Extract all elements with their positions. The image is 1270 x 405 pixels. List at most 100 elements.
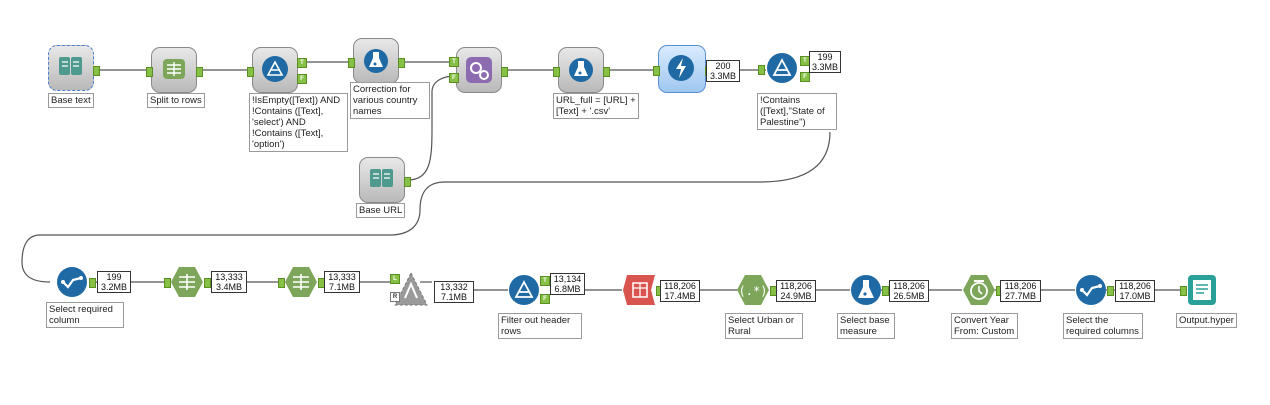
row-count: 200 bbox=[715, 61, 731, 71]
true-anchor[interactable]: T bbox=[540, 276, 550, 286]
false-anchor[interactable]: F bbox=[540, 294, 550, 304]
tool-label-base-url: Base URL bbox=[356, 203, 406, 218]
tool-label-output: Output.hyper bbox=[1176, 313, 1237, 328]
output-anchor[interactable] bbox=[501, 67, 508, 77]
tool-label-filter-3: Filter out header rows bbox=[498, 313, 582, 339]
output-anchor[interactable] bbox=[398, 58, 405, 68]
regex-icon: (.*) bbox=[737, 275, 769, 305]
text-to-columns-icon bbox=[285, 267, 317, 297]
input-anchor[interactable] bbox=[348, 58, 355, 68]
row-count: 118,206 bbox=[780, 281, 812, 291]
data-size: 17.0MB bbox=[1119, 291, 1151, 301]
record-count-c6: 13,332 7.1MB bbox=[434, 281, 474, 303]
record-count-c11: 118,206 27.7MB bbox=[1000, 280, 1041, 302]
record-count-c5: 13,333 7.1MB bbox=[324, 271, 360, 293]
formula-flask-icon bbox=[569, 58, 593, 82]
data-size: 3.2MB bbox=[100, 282, 127, 292]
data-size: 17.4MB bbox=[664, 291, 696, 301]
select-check-icon bbox=[1076, 275, 1106, 305]
book-icon bbox=[370, 169, 393, 187]
output-anchor[interactable] bbox=[196, 67, 203, 77]
left-anchor[interactable]: L bbox=[390, 274, 400, 284]
select-check-icon bbox=[57, 267, 87, 297]
row-count: 118,206 bbox=[1119, 281, 1151, 291]
data-size: 6.8MB bbox=[554, 284, 581, 294]
tool-label-base-text: Base text bbox=[48, 93, 94, 108]
output-anchor[interactable] bbox=[204, 278, 211, 288]
tool-label-formula-1: Correction for various country names bbox=[350, 82, 430, 119]
dynamic-rename-icon bbox=[394, 272, 428, 306]
data-size: 7.1MB bbox=[328, 282, 355, 292]
data-size: 3.3MB bbox=[812, 62, 839, 72]
output-anchor[interactable] bbox=[1107, 286, 1114, 296]
data-size: 3.3MB bbox=[709, 71, 736, 81]
row-count: 199 bbox=[106, 272, 122, 282]
filter-icon bbox=[262, 56, 288, 82]
input-anchor[interactable] bbox=[553, 67, 560, 77]
row-count: 13,332 bbox=[440, 282, 468, 292]
output-anchor[interactable] bbox=[882, 286, 889, 296]
append-fields-icon bbox=[466, 57, 492, 83]
record-count-c1: 200 3.3MB bbox=[706, 60, 740, 82]
target-anchor[interactable]: T bbox=[449, 57, 459, 67]
tool-label-select-2: Select the required columns bbox=[1063, 313, 1143, 339]
tool-label-filter-2: !Contains ([Text],"State of Palestine") bbox=[757, 93, 837, 130]
record-count-c10: 118,206 26.5MB bbox=[889, 280, 929, 302]
datetime-clock-icon bbox=[963, 275, 995, 305]
source-anchor[interactable]: F bbox=[449, 73, 459, 83]
text-to-columns-icon bbox=[171, 267, 203, 297]
book-icon bbox=[59, 57, 82, 75]
tool-label-formula-2: URL_full = [URL] + [Text] + '.csv' bbox=[553, 93, 639, 119]
record-count-c8: 118,206 17.4MB bbox=[660, 280, 700, 302]
tool-label-select-1: Select required column bbox=[46, 302, 124, 328]
input-anchor[interactable] bbox=[758, 65, 765, 75]
false-anchor[interactable]: F bbox=[800, 72, 810, 82]
data-size: 7.1MB bbox=[440, 292, 467, 302]
record-count-c3: 199 3.2MB bbox=[97, 271, 131, 293]
input-anchor[interactable] bbox=[278, 278, 285, 288]
text-to-columns-icon bbox=[163, 59, 185, 79]
input-anchor[interactable] bbox=[247, 67, 254, 77]
tool-label-regex: Select Urban or Rural bbox=[725, 313, 803, 339]
record-count-c9: 118,206 24.9MB bbox=[776, 280, 816, 302]
download-lightning-icon bbox=[668, 55, 694, 81]
formula-flask-icon bbox=[364, 49, 388, 73]
row-count: 199 bbox=[817, 52, 833, 62]
tool-frame bbox=[359, 157, 405, 203]
filter-icon bbox=[767, 53, 797, 83]
record-count-c2: 199 3.3MB bbox=[809, 51, 841, 73]
record-count-c4: 13,333 3.4MB bbox=[211, 271, 247, 293]
input-anchor[interactable] bbox=[653, 66, 660, 76]
svg-text:(.*): (.*) bbox=[739, 284, 768, 298]
record-count-c7: 13,134 6.8MB bbox=[550, 273, 585, 295]
data-size: 26.5MB bbox=[893, 291, 925, 301]
output-anchor[interactable] bbox=[93, 66, 100, 76]
right-anchor[interactable]: R bbox=[390, 292, 400, 302]
input-anchor[interactable] bbox=[1180, 286, 1187, 296]
input-anchor[interactable] bbox=[164, 278, 171, 288]
tool-label-split-rows: Split to rows bbox=[147, 93, 205, 108]
output-file-icon bbox=[1188, 275, 1216, 305]
output-anchor[interactable] bbox=[404, 177, 411, 187]
data-size: 24.9MB bbox=[780, 291, 812, 301]
false-anchor[interactable]: F bbox=[297, 74, 307, 84]
row-count: 118,206 bbox=[664, 281, 696, 291]
output-anchor[interactable] bbox=[89, 278, 96, 288]
data-size: 3.4MB bbox=[215, 282, 242, 292]
row-count: 118,206 bbox=[1004, 281, 1037, 291]
row-count: 118,206 bbox=[893, 281, 925, 291]
output-anchor[interactable] bbox=[603, 67, 610, 77]
filter-icon bbox=[509, 275, 539, 305]
input-anchor[interactable] bbox=[146, 67, 153, 77]
true-anchor[interactable]: T bbox=[297, 58, 307, 68]
transpose-icon bbox=[623, 275, 655, 305]
record-count-c12: 118,206 17.0MB bbox=[1115, 280, 1155, 302]
row-count: 13,333 bbox=[215, 272, 243, 282]
tool-label-formula-3: Select base measure bbox=[837, 313, 895, 339]
formula-flask-icon bbox=[851, 275, 881, 305]
row-count: 13,333 bbox=[328, 272, 356, 282]
tool-label-datetime: Convert Year From: Custom bbox=[951, 313, 1018, 339]
tool-label-filter-1: !IsEmpty([Text]) AND !Contains ([Text], … bbox=[249, 93, 348, 152]
data-size: 27.7MB bbox=[1004, 291, 1037, 301]
